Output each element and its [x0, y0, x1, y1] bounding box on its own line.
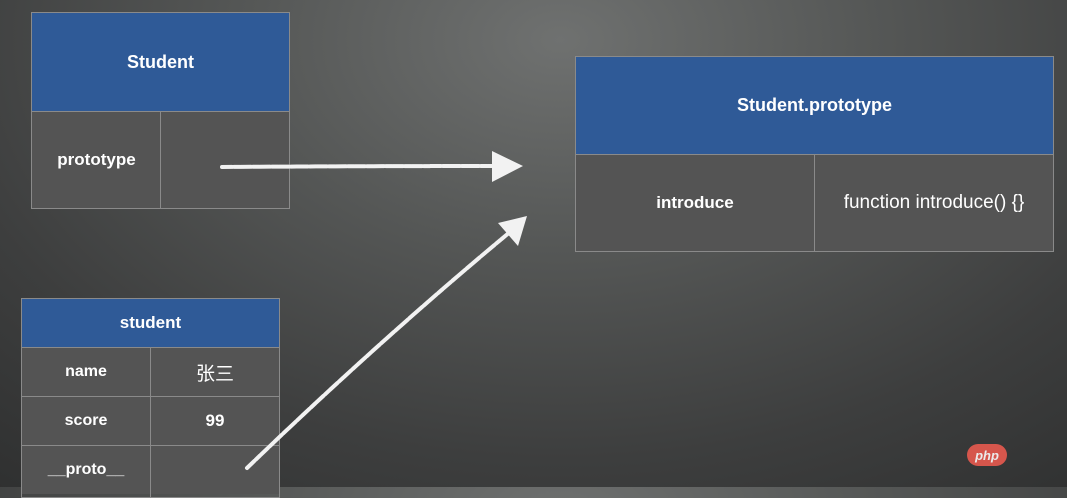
proto-arrow — [245, 216, 527, 470]
student-constructor-table: Student prototype — [31, 12, 290, 209]
name-key-cell: name — [22, 348, 150, 396]
student-instance-header: student — [22, 299, 279, 348]
prototype-value-cell — [161, 112, 289, 208]
student-instance-table: student name 张三 score 99 __proto__ — [21, 298, 280, 498]
student-prototype-table: Student.prototype introduce function int… — [575, 56, 1054, 252]
score-value-cell: 99 — [151, 397, 279, 445]
student-constructor-header: Student — [32, 13, 289, 112]
student-prototype-header: Student.prototype — [576, 57, 1053, 155]
introduce-value-cell: function introduce() {} — [815, 155, 1053, 251]
score-key-cell: score — [22, 397, 150, 445]
instance-column-divider — [150, 348, 151, 497]
name-value-cell: 张三 — [151, 348, 279, 396]
prototype-divider — [814, 155, 815, 251]
prototype-key-cell: prototype — [32, 112, 161, 208]
constructor-divider — [160, 112, 161, 208]
php-watermark-badge: php — [967, 444, 1007, 466]
introduce-key-cell: introduce — [576, 155, 814, 251]
proto-key-cell: __proto__ — [22, 446, 150, 494]
